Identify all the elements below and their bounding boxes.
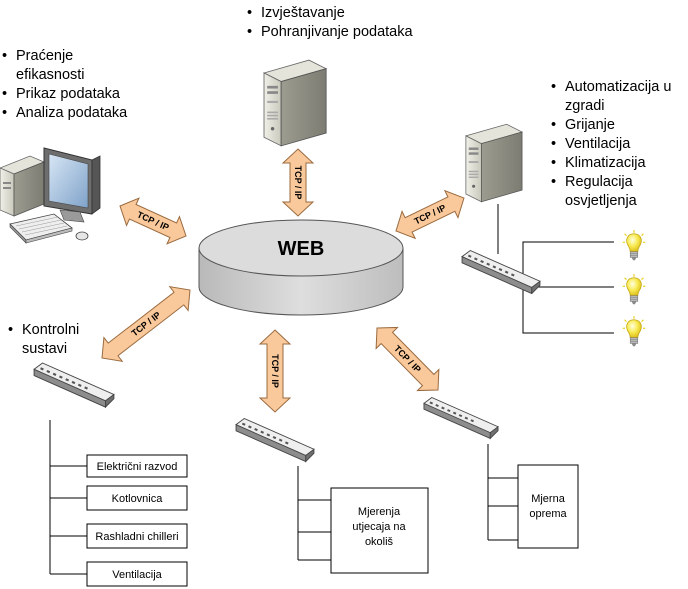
list-item: Pohranjivanje podataka	[247, 23, 413, 42]
box-label: Električni razvod	[97, 461, 178, 473]
box-label: Rashladni chilleri	[95, 531, 178, 543]
server-icon	[263, 59, 327, 147]
connector-lines	[49, 204, 614, 575]
network-switch-icon	[33, 362, 115, 408]
light-bulb-icon	[622, 316, 646, 347]
network-switch-icon	[235, 417, 315, 463]
list-item: Analiza podataka	[2, 104, 127, 123]
double-arrow-icon	[375, 326, 440, 392]
list-item: Praćenje	[2, 47, 127, 66]
web-cloud-cylinder: WEB	[198, 219, 404, 316]
double-arrow-icon	[119, 197, 187, 245]
light-bulb-icon	[622, 230, 646, 261]
network-switch-icon	[423, 396, 499, 440]
desktop-computer-icon	[0, 147, 101, 244]
list-item: Kontrolni	[8, 321, 79, 340]
list-item-continuation: efikasnosti	[16, 67, 85, 83]
server-icon	[465, 123, 523, 203]
box-label: Ventilacija	[112, 569, 162, 581]
box-label: oprema	[529, 508, 567, 520]
list-item-continuation: sustavi	[22, 341, 68, 357]
list-item: Grijanje	[551, 116, 671, 135]
list-item: Regulacija	[551, 173, 671, 192]
double-arrow-icon	[281, 148, 315, 217]
double-arrow-icon	[395, 189, 465, 240]
box-label: Mjerenja	[358, 506, 401, 518]
tcp-ip-arrow: TCP / IP	[119, 197, 187, 245]
list-item: Klimatizacija	[551, 154, 671, 173]
top-server-functions: Izvještavanje Pohranjivanje podataka	[247, 4, 413, 42]
web-label: WEB	[278, 238, 325, 260]
tcp-ip-label: TCP / IP	[270, 354, 280, 388]
environment-measurement-box: Mjerenja utjecaja na okoliš	[330, 487, 429, 574]
light-bulb-icon	[622, 274, 646, 305]
box-label: Mjerna	[531, 493, 566, 505]
list-item: Prikaz podataka	[2, 85, 127, 104]
measuring-equipment-box: Mjerna oprema	[517, 464, 579, 549]
tcp-ip-label: TCP / IP	[293, 166, 303, 200]
control-system-boxes: Električni razvod Kotlovnica Rashladni c…	[86, 454, 188, 587]
box-label: utjecaja na	[352, 521, 406, 533]
network-switch-icon	[461, 249, 541, 294]
tcp-ip-arrow: TCP / IP	[101, 285, 191, 363]
list-item: Ventilacija	[551, 135, 671, 154]
pc-functions: Praćenje efikasnosti Prikaz podataka Ana…	[2, 47, 127, 123]
list-item-continuation: zgradi	[565, 98, 605, 114]
double-arrow-icon	[258, 329, 292, 413]
tcp-ip-arrow: TCP / IP	[258, 329, 292, 413]
building-automation-functions: Automatizacija u zgradi Grijanje Ventila…	[551, 78, 671, 211]
tcp-ip-arrow: TCP / IP	[281, 148, 315, 217]
double-arrow-icon	[101, 285, 191, 363]
tcp-ip-arrow: TCP / IP	[395, 189, 465, 240]
list-item: Automatizacija u	[551, 78, 671, 97]
control-systems-label: Kontrolni sustavi	[8, 321, 79, 359]
tcp-ip-arrow: TCP / IP	[375, 326, 440, 392]
box-label: Kotlovnica	[112, 493, 164, 505]
list-item-continuation: osvjetljenja	[565, 193, 637, 209]
box-label: okoliš	[365, 536, 394, 548]
list-item: Izvještavanje	[247, 4, 413, 23]
